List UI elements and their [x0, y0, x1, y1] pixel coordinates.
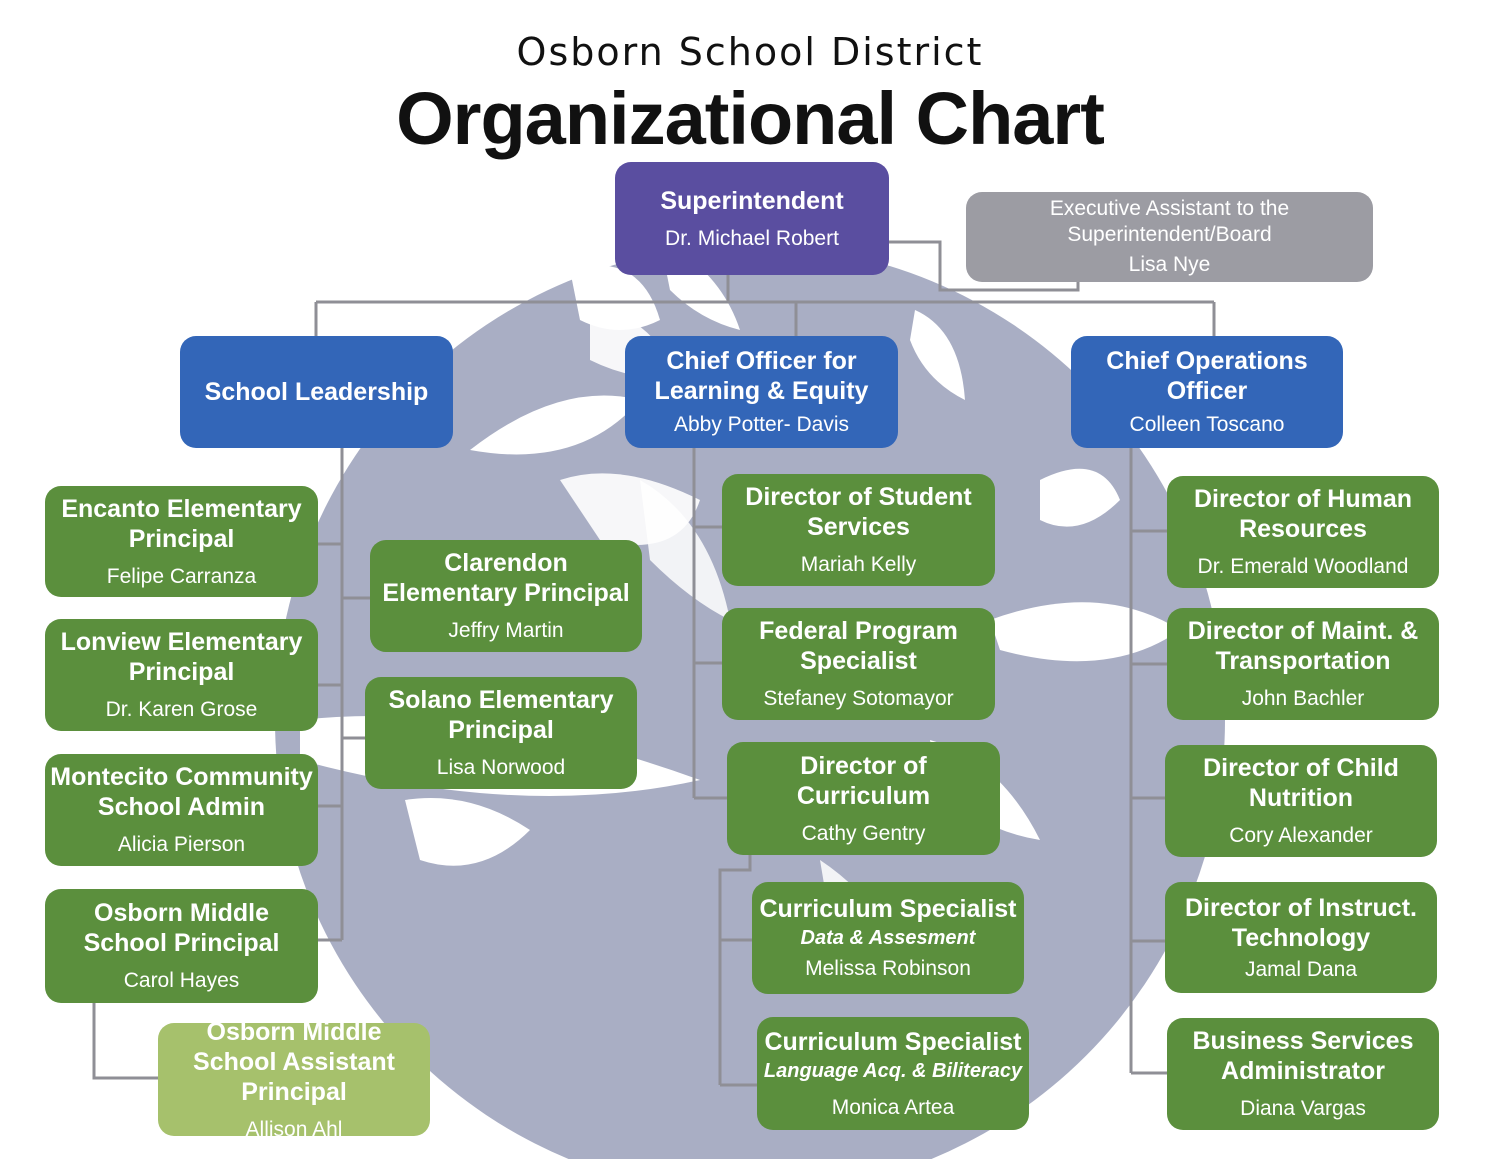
solano-principal-box: Solano Elementary Principal Lisa Norwood — [365, 677, 637, 789]
curr-data-title: Curriculum Specialist — [759, 895, 1017, 923]
school-leadership-title: School Leadership — [204, 378, 429, 406]
lonview-principal-box: Lonview Elementary Principal Dr. Karen G… — [45, 619, 318, 731]
curriculum-specialist-language-box: Curriculum Specialist Language Acq. & Bi… — [757, 1017, 1029, 1130]
federal-program-title: Federal Program Specialist — [759, 617, 958, 675]
learning-equity-box: Chief Officer for Learning & Equity Abby… — [625, 336, 898, 448]
clarendon-name: Jeffry Martin — [448, 619, 564, 642]
osborn-assistant-title: Osborn Middle School Assistant Principal — [193, 1017, 395, 1106]
learning-equity-title: Chief Officer for Learning & Equity — [654, 347, 869, 405]
superintendent-box: Superintendent Dr. Michael Robert — [615, 162, 889, 275]
curr-data-name: Melissa Robinson — [805, 957, 971, 980]
curriculum-director-name: Cathy Gentry — [801, 821, 926, 845]
montecito-name: Alicia Pierson — [117, 833, 246, 856]
osborn-middle-title: Osborn Middle School Principal — [83, 899, 280, 957]
instructional-technology-box: Director of Instruct. Technology Jamal D… — [1165, 882, 1437, 993]
executive-assistant-name: Lisa Nye — [1128, 253, 1211, 276]
child-nutrition-box: Director of Child Nutrition Cory Alexand… — [1165, 745, 1437, 857]
osborn-assistant-principal-box: Osborn Middle School Assistant Principal… — [158, 1018, 430, 1141]
maintenance-name: John Bachler — [1241, 687, 1365, 710]
page-title: Organizational Chart — [396, 77, 1105, 160]
lonview-title: Lonview Elementary Principal — [60, 628, 303, 686]
operations-title: Chief Operations Officer — [1106, 347, 1308, 405]
solano-name: Lisa Norwood — [436, 756, 566, 779]
executive-assistant-title: Executive Assistant to the Superintenden… — [1049, 197, 1290, 246]
business-services-name: Diana Vargas — [1240, 1097, 1366, 1120]
encanto-title: Encanto Elementary Principal — [61, 494, 302, 553]
curriculum-specialist-data-box: Curriculum Specialist Data & Assesment M… — [752, 882, 1024, 994]
curr-data-subtitle: Data & Assesment — [800, 927, 976, 949]
student-services-box: Director of Student Services Mariah Kell… — [722, 474, 995, 586]
federal-program-name: Stefaney Sotomayor — [763, 687, 954, 710]
clarendon-title: Clarendon Elementary Principal — [382, 549, 630, 607]
child-nutrition-title: Director of Child Nutrition — [1203, 754, 1399, 812]
maintenance-transportation-box: Director of Maint. & Transportation John… — [1167, 608, 1439, 720]
superintendent-title: Superintendent — [660, 186, 844, 215]
solano-title: Solano Elementary Principal — [388, 686, 614, 744]
encanto-name: Felipe Carranza — [106, 564, 257, 588]
student-services-name: Mariah Kelly — [800, 553, 917, 576]
federal-program-box: Federal Program Specialist Stefaney Soto… — [722, 608, 995, 720]
lonview-name: Dr. Karen Grose — [105, 698, 258, 721]
instructional-tech-name: Jamal Dana — [1244, 957, 1358, 981]
business-services-box: Business Services Administrator Diana Va… — [1167, 1018, 1439, 1130]
curr-language-title: Curriculum Specialist — [764, 1027, 1022, 1056]
child-nutrition-name: Cory Alexander — [1229, 824, 1373, 847]
school-leadership-box: School Leadership — [180, 336, 453, 448]
osborn-assistant-name: Allison Ahl — [245, 1117, 343, 1141]
business-services-title: Business Services Administrator — [1192, 1027, 1414, 1085]
curriculum-director-box: Director of Curriculum Cathy Gentry — [727, 742, 1000, 855]
montecito-title: Montecito Community School Admin — [50, 763, 313, 821]
learning-equity-name: Abby Potter- Davis — [673, 413, 850, 436]
curr-language-name: Monica Artea — [831, 1095, 955, 1119]
superintendent-name: Dr. Michael Robert — [665, 226, 839, 250]
district-name: Osborn School District — [516, 30, 984, 74]
connector-lines — [92, 240, 1216, 1087]
human-resources-name: Dr. Emerald Woodland — [1197, 555, 1409, 578]
student-services-title: Director of Student Services — [745, 483, 972, 541]
operations-box: Chief Operations Officer Colleen Toscano — [1071, 336, 1343, 448]
maintenance-title: Director of Maint. & Transportation — [1187, 617, 1419, 675]
operations-name: Colleen Toscano — [1129, 413, 1285, 436]
montecito-admin-box: Montecito Community School Admin Alicia … — [45, 754, 318, 866]
osborn-middle-principal-box: Osborn Middle School Principal Carol Hay… — [45, 889, 318, 1003]
instructional-tech-title: Director of Instruct. Technology — [1185, 893, 1417, 952]
encanto-principal-box: Encanto Elementary Principal Felipe Carr… — [45, 486, 318, 597]
human-resources-title: Director of Human Resources — [1193, 485, 1413, 543]
clarendon-principal-box: Clarendon Elementary Principal Jeffry Ma… — [370, 540, 642, 652]
executive-assistant-box: Executive Assistant to the Superintenden… — [966, 192, 1373, 282]
curriculum-director-title: Director of Curriculum — [796, 751, 931, 810]
curr-language-subtitle: Language Acq. & Biliteracy — [763, 1059, 1023, 1082]
human-resources-box: Director of Human Resources Dr. Emerald … — [1167, 476, 1439, 588]
osborn-middle-name: Carol Hayes — [123, 969, 240, 992]
